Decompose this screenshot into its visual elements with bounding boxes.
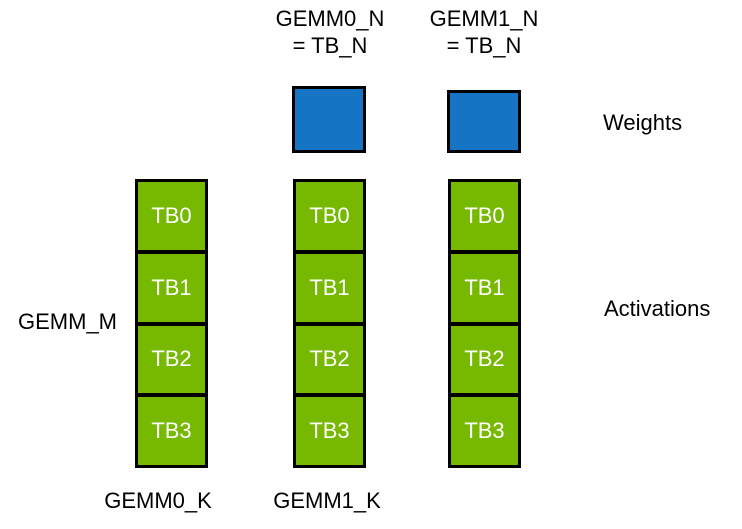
activation-column-1: TB0 TB1 TB2 TB3 [293, 179, 366, 468]
tb-cell: TB3 [451, 393, 518, 465]
tb-cell: TB0 [151, 202, 192, 228]
gemm1-n-label-line2: = TB_N [446, 33, 522, 58]
weights-label: Weights [603, 110, 683, 135]
activations-label: Activations [604, 296, 711, 321]
gemm0-n-label: GEMM0_N = TB_N [265, 5, 395, 59]
gemm-m-label: GEMM_M [18, 309, 117, 334]
activation-column-2: TB0 TB1 TB2 TB3 [448, 179, 521, 468]
tb-cell: TB1 [451, 249, 518, 322]
gemm1-k-label: GEMM1_K [273, 488, 381, 513]
gemm0-n-label-line1: GEMM0_N [275, 6, 385, 31]
tb-cell: TB1 [296, 249, 363, 322]
activation-column-0: TB0 TB1 TB2 TB3 [135, 179, 208, 468]
gemm1-n-label: GEMM1_N = TB_N [419, 5, 549, 59]
gemm0-weights-tile [292, 86, 366, 153]
gemm0-n-label-line2: = TB_N [292, 33, 368, 58]
gemm1-n-label-line1: GEMM1_N [429, 6, 539, 31]
tb-cell: TB1 [138, 249, 205, 322]
tb-cell: TB0 [309, 202, 350, 228]
tb-cell: TB0 [464, 202, 505, 228]
tb-cell: TB2 [451, 321, 518, 394]
gemm1-weights-tile [447, 90, 521, 153]
tb-cell: TB3 [296, 393, 363, 465]
tb-cell: TB2 [138, 321, 205, 394]
tb-cell: TB3 [138, 393, 205, 465]
gemm0-k-label: GEMM0_K [104, 488, 212, 513]
tb-cell: TB2 [296, 321, 363, 394]
